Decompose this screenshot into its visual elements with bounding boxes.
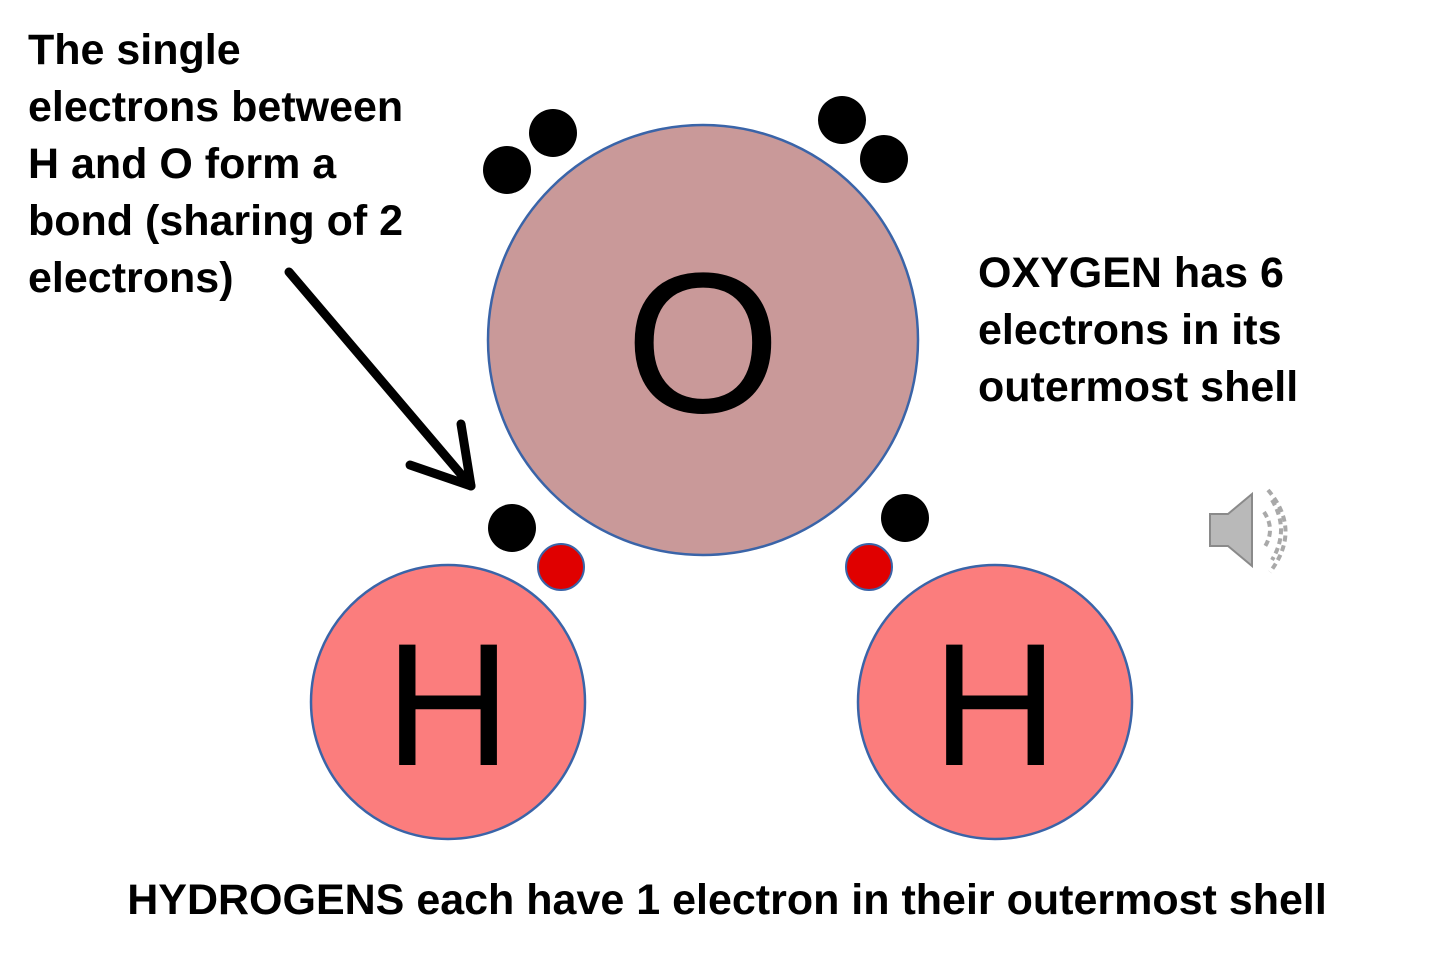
bond-annotation-line: electrons) [28, 254, 234, 302]
oxygen-electron [818, 96, 866, 144]
oxygen-electron [483, 146, 531, 194]
speaker-wave-middle [1270, 498, 1283, 562]
oxygen-electron [488, 504, 536, 552]
bond-arrow [284, 267, 476, 491]
hydrogen-right-nucleus [856, 563, 1134, 841]
hydrogen-atom-left: H [309, 563, 587, 841]
oxygen-nucleus [486, 123, 920, 557]
bond-annotation-line: H and O form a [28, 140, 337, 188]
oxygen-annotation-line: electrons in its [978, 306, 1282, 354]
bond-annotation-line: bond (sharing of 2 [28, 197, 404, 245]
oxygen-annotation-line: outermost shell [978, 363, 1299, 411]
hydrogen-electrons [537, 543, 893, 591]
bond-annotation: The single electrons between H and O for… [28, 22, 403, 307]
bond-annotation-line: The single [28, 26, 241, 74]
hydrogen-left-nucleus [309, 563, 587, 841]
oxygen-electron [529, 109, 577, 157]
hydrogen-electron [537, 543, 585, 591]
oxygen-electron [860, 135, 908, 183]
hydrogen-electron [845, 543, 893, 591]
speaker-wave-inner [1262, 510, 1272, 550]
oxygen-electrons [483, 96, 929, 552]
bond-arrow-shaft [284, 267, 476, 491]
bond-arrow-head [405, 419, 476, 491]
speaker-wave-outer [1266, 488, 1288, 574]
hydrogen-right-symbol: H [932, 608, 1058, 803]
oxygen-annotation: OXYGEN has 6 electrons in its outermost … [978, 245, 1298, 416]
hydrogen-atom-right: H [856, 563, 1134, 841]
speaker-body [1209, 491, 1253, 569]
speaker-icon[interactable] [1209, 488, 1288, 574]
hydrogen-left-symbol: H [385, 608, 511, 803]
oxygen-atom: O [486, 123, 920, 557]
hydrogen-annotation: HYDROGENS each have 1 electron in their … [127, 876, 1327, 924]
bond-annotation-line: electrons between [28, 83, 404, 131]
oxygen-electron [881, 494, 929, 542]
oxygen-symbol: O [625, 232, 781, 455]
oxygen-annotation-line: OXYGEN has 6 [978, 249, 1284, 297]
